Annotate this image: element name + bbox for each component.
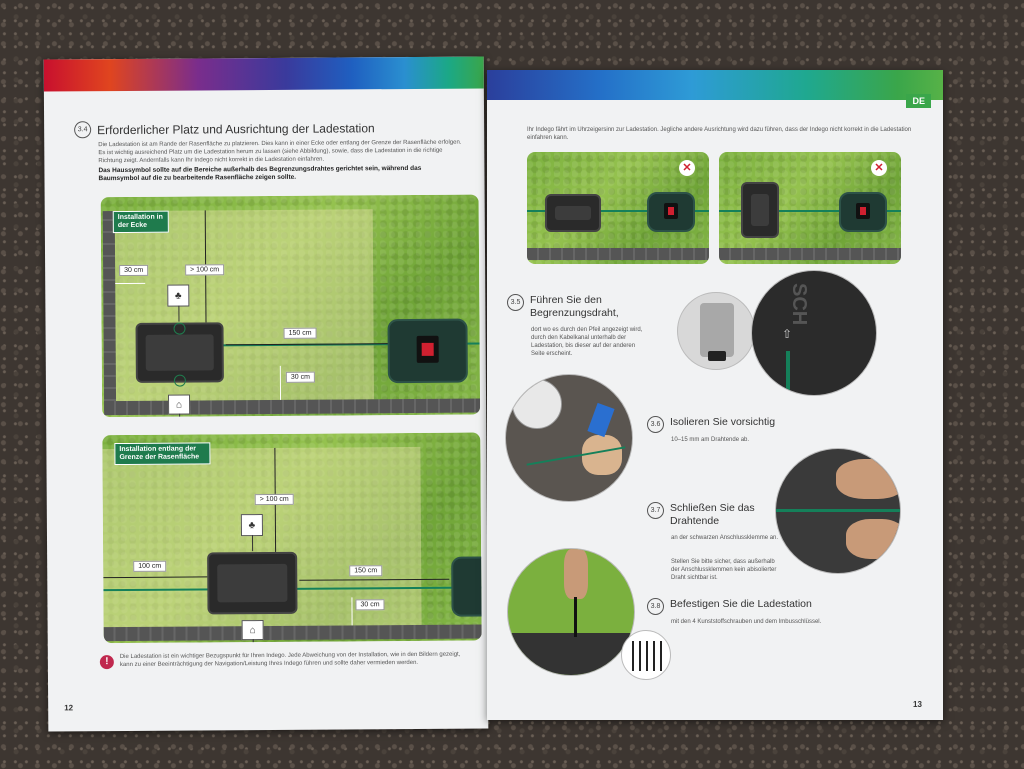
section-number: 3.4 bbox=[74, 121, 92, 139]
photo-cable-channel: SCH ⇧ bbox=[751, 270, 877, 396]
robot-mower bbox=[839, 192, 887, 232]
screw-kit-icon bbox=[621, 630, 671, 680]
scene-tag: Installation entlang der Grenze der Rase… bbox=[114, 442, 211, 466]
photo-station-underside bbox=[677, 292, 755, 370]
tree-sign-icon: ♣ bbox=[240, 514, 263, 537]
diagram-edge-installation: Installation entlang der Grenze der Rase… bbox=[102, 432, 482, 644]
dim-label: 150 cm bbox=[349, 565, 383, 577]
mower-display bbox=[856, 203, 870, 220]
dim-label: 30 cm bbox=[355, 599, 385, 611]
dim-label: 30 cm bbox=[285, 371, 315, 383]
dim-label: 150 cm bbox=[283, 327, 317, 339]
robot-mower bbox=[451, 556, 482, 617]
step-title: Befestigen Sie die Ladestation bbox=[670, 598, 812, 610]
warning-icon: ! bbox=[99, 655, 114, 670]
right-page: DE Ihr Indego fährt im Uhrzeigersinn zur… bbox=[487, 70, 943, 720]
step-number: 3.6 bbox=[647, 416, 664, 433]
bold-note: Das Haussymbol sollte auf die Bereiche a… bbox=[98, 164, 422, 183]
step-heading: 3.5 Führen Sie den Begrenzungsdraht, bbox=[507, 294, 657, 320]
charging-station bbox=[741, 182, 779, 238]
step-number: 3.5 bbox=[507, 294, 524, 311]
robot-mower bbox=[387, 318, 468, 384]
left-page: 3.4 Erforderlicher Platz und Ausrichtung… bbox=[43, 56, 489, 732]
step-text: an der schwarzen Anschlussklemme an. bbox=[671, 535, 779, 541]
dim-label: 100 cm bbox=[133, 560, 167, 572]
diagram-corner-installation: Installation in der Ecke ♣ ⌂ 30 cm > 100… bbox=[100, 194, 481, 418]
step-heading: 3.6 Isolieren Sie vorsichtig bbox=[647, 416, 827, 433]
dim-label: > 100 cm bbox=[254, 493, 294, 506]
house-sign-icon: ⌂ bbox=[168, 394, 191, 415]
language-tag: DE bbox=[906, 94, 931, 108]
step-title: Isolieren Sie vorsichtig bbox=[670, 416, 776, 428]
charging-station bbox=[545, 194, 601, 232]
mower-display bbox=[416, 335, 440, 363]
page-title: Erforderlicher Platz und Ausrichtung der… bbox=[97, 120, 375, 137]
scene-tag: Installation in der Ecke bbox=[112, 210, 169, 234]
page-number: 13 bbox=[913, 700, 922, 709]
x-mark-icon: ✕ bbox=[679, 160, 695, 176]
step-text: 10–15 mm am Drahtende ab. bbox=[671, 437, 750, 443]
step-number: 3.8 bbox=[647, 598, 664, 615]
step-heading: 3.7 Schließen Sie das Drahtende bbox=[647, 502, 777, 528]
dim-label: > 100 cm bbox=[185, 264, 225, 276]
photo-screw-fixing bbox=[507, 548, 635, 676]
diagram-correct-orientation: ✕ bbox=[527, 152, 709, 264]
step-heading: 3.8 Befestigen Sie die Ladestation bbox=[647, 598, 887, 615]
color-band bbox=[43, 56, 484, 92]
color-band bbox=[487, 70, 943, 100]
step-title: Führen Sie den Begrenzungsdraht, bbox=[530, 294, 619, 319]
x-mark-icon: ✕ bbox=[871, 160, 887, 176]
diagram-wrong-orientation: ✕ bbox=[719, 152, 901, 264]
step-text: Stellen Sie bitte sicher, dass außerhalb… bbox=[671, 559, 777, 581]
robot-mower bbox=[647, 192, 695, 232]
intro-text: Die Ladestation ist am Rande der Rasenfl… bbox=[98, 139, 462, 165]
arrow-icon: ⇧ bbox=[782, 327, 793, 341]
intro-text: Ihr Indego fährt im Uhrzeigersinn zur La… bbox=[527, 127, 912, 141]
page-number: 12 bbox=[64, 703, 74, 713]
photo-terminal-connect bbox=[775, 448, 901, 574]
brand-fragment: SCH bbox=[788, 283, 810, 326]
mower-display bbox=[664, 203, 678, 220]
warning-text: Die Ladestation ist ein wichtiger Bezugs… bbox=[119, 651, 461, 669]
house-sign-icon: ⌂ bbox=[241, 620, 264, 641]
section-heading: 3.4 Erforderlicher Platz und Ausrichtung… bbox=[74, 119, 375, 139]
step-number: 3.7 bbox=[647, 502, 664, 519]
step-text: dort wo es durch den Pfeil angezeigt wir… bbox=[531, 327, 643, 357]
photo-wire-strip bbox=[505, 374, 633, 502]
charging-station bbox=[207, 551, 298, 615]
step-text: mit den 4 Kunststoffschrauben und dem Im… bbox=[671, 619, 822, 625]
dim-label: 30 cm bbox=[119, 264, 149, 277]
step-title: Schließen Sie das Drahtende bbox=[670, 502, 755, 527]
tree-sign-icon: ♣ bbox=[167, 284, 190, 307]
